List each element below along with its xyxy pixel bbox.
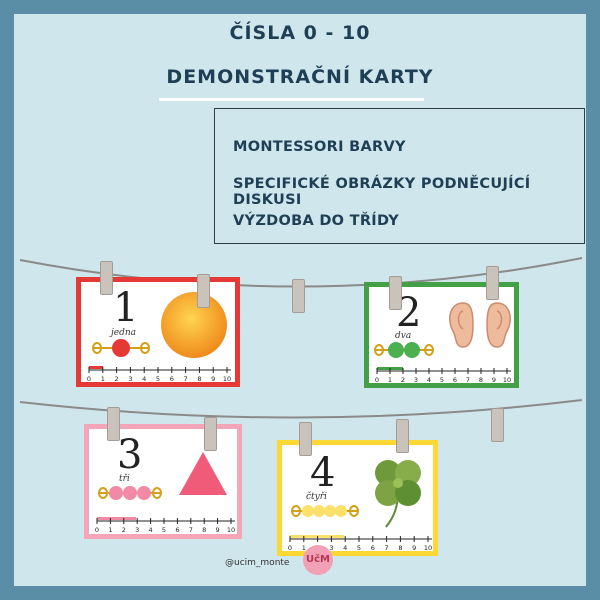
- page-title: ČÍSLA 0 - 10: [229, 22, 371, 44]
- clothespin: [107, 407, 120, 441]
- ruler-tick-label: 7: [189, 526, 193, 533]
- clover-icon: [375, 460, 421, 528]
- ruler-tick-label: 7: [385, 544, 389, 551]
- card-word: dva: [395, 331, 412, 341]
- ruler-tick-label: 2: [122, 526, 126, 533]
- bead: [313, 505, 325, 517]
- ruler-tick-label: 9: [211, 375, 215, 382]
- ruler-tick-label: 9: [216, 526, 220, 533]
- bead: [324, 505, 336, 517]
- ruler-tick-label: 0: [375, 376, 379, 383]
- author-handle: @ucim_monte: [225, 558, 290, 568]
- ruler-tick-label: 5: [440, 376, 444, 383]
- clothespin: [100, 261, 113, 295]
- ruler-tick-label: 3: [414, 376, 418, 383]
- ruler-tick-label: 0: [288, 544, 292, 551]
- poster: ČÍSLA 0 - 10 DEMONSTRAČNÍ KARTY MONTESSO…: [14, 14, 586, 586]
- ruler-tick-label: 5: [162, 526, 166, 533]
- clothespin: [491, 408, 504, 442]
- number-ruler: 0 1 2 3 4 5 6 7 8 9 10: [375, 367, 511, 383]
- number-card: 1 jedna 0 1 2 3 4 5 6 7 8 9 10: [76, 277, 240, 387]
- ruler-tick-label: 1: [101, 375, 105, 382]
- clothespin: [204, 417, 217, 451]
- bead-bar: [374, 342, 434, 358]
- bead-bar: [98, 486, 162, 500]
- ruler-tick-label: 6: [371, 544, 375, 551]
- card-number: 1: [113, 285, 139, 331]
- ruler-tick-label: 3: [329, 544, 333, 551]
- bead: [112, 339, 130, 357]
- ruler-tick-label: 5: [357, 544, 361, 551]
- ruler-tick-label: 10: [223, 375, 231, 382]
- clothespin: [389, 276, 402, 310]
- ruler-tick-label: 1: [302, 544, 306, 551]
- ruler-tick-label: 9: [412, 544, 416, 551]
- ruler-tick-label: 1: [388, 376, 392, 383]
- ruler-tick-label: 4: [149, 526, 153, 533]
- bead-bar: [92, 339, 150, 357]
- clothespin: [292, 279, 305, 313]
- card-word: čtyři: [306, 492, 327, 502]
- ruler-tick-label: 0: [95, 526, 99, 533]
- ruler-tick-label: 0: [87, 375, 91, 382]
- card-word: tři: [119, 474, 130, 484]
- ruler-tick-label: 4: [343, 544, 347, 551]
- sun-icon: [161, 292, 227, 358]
- feature-box: MONTESSORI BARVY SPECIFICKÉ OBRÁZKY PODN…: [214, 108, 585, 244]
- ruler-tick-label: 3: [135, 526, 139, 533]
- ears-icon: [449, 302, 511, 348]
- ruler-tick-label: 10: [503, 376, 511, 383]
- feature-item: VÝZDOBA DO TŘÍDY: [233, 213, 400, 229]
- bead: [388, 342, 404, 358]
- bead: [123, 486, 137, 500]
- clothespin: [486, 266, 499, 300]
- ruler-tick-label: 7: [184, 375, 188, 382]
- clothespin: [197, 274, 210, 308]
- number-card: 3 tři 0 1 2 3 4 5 6 7 8 9 10: [84, 424, 242, 539]
- number-ruler: 0 1 2 3 4 5 6 7 8 9 10: [95, 517, 235, 533]
- ruler-tick-label: 4: [427, 376, 431, 383]
- bead: [404, 342, 420, 358]
- clothespin: [299, 422, 312, 456]
- card-number: 3: [117, 432, 143, 478]
- number-ruler: 0 1 2 3 4 5 6 7 8 9 10: [87, 366, 231, 382]
- ruler-tick-label: 7: [466, 376, 470, 383]
- feature-item: MONTESSORI BARVY: [233, 139, 406, 155]
- ruler-tick-label: 2: [401, 376, 405, 383]
- bead: [302, 505, 314, 517]
- clothespin: [396, 419, 409, 453]
- logo-badge: UčM: [303, 545, 333, 575]
- card-word: jedna: [111, 328, 137, 338]
- title-underline: [159, 98, 424, 101]
- bead: [109, 486, 123, 500]
- ruler-tick-label: 9: [492, 376, 496, 383]
- ruler-tick-label: 8: [197, 375, 201, 382]
- ruler-tick-label: 10: [424, 544, 432, 551]
- feature-item: SPECIFICKÉ OBRÁZKY PODNĚCUJÍCÍ DISKUSI: [233, 176, 531, 208]
- ruler-tick-label: 2: [115, 375, 119, 382]
- ruler-tick-label: 4: [142, 375, 146, 382]
- ruler-tick-label: 8: [202, 526, 206, 533]
- ruler-tick-label: 8: [479, 376, 483, 383]
- ruler-tick-label: 6: [453, 376, 457, 383]
- ruler-tick-label: 6: [175, 526, 179, 533]
- ruler-tick-label: 3: [128, 375, 132, 382]
- ruler-tick-label: 8: [398, 544, 402, 551]
- bead-bar: [291, 505, 359, 517]
- ruler-tick-label: 1: [108, 526, 112, 533]
- bead: [335, 505, 347, 517]
- ruler-tick-label: 10: [227, 526, 235, 533]
- ruler-tick-label: 6: [170, 375, 174, 382]
- card-number: 4: [310, 450, 336, 496]
- page-subtitle: DEMONSTRAČNÍ KARTY: [166, 66, 434, 88]
- triangle-icon: [179, 452, 227, 495]
- bead: [137, 486, 151, 500]
- ruler-tick-label: 5: [156, 375, 160, 382]
